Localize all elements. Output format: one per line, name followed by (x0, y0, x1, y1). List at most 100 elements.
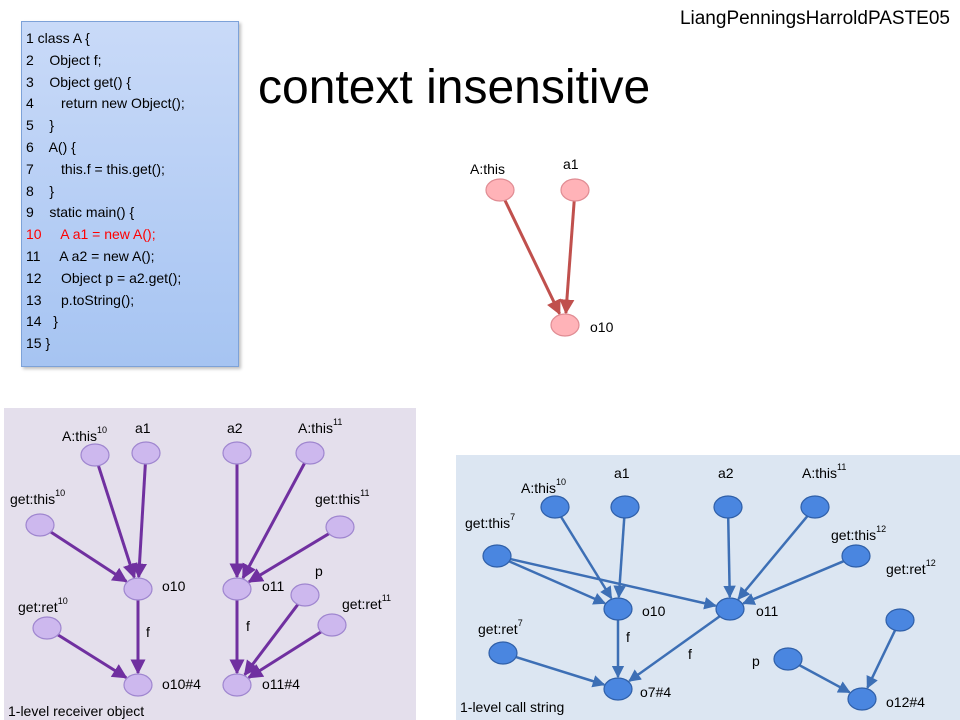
node-o11-4 (222, 673, 252, 697)
node-label: a1 (563, 156, 579, 172)
code-line: 5 } (26, 117, 55, 134)
node-o12-4 (847, 687, 877, 711)
node-a-this-11 (800, 495, 830, 519)
node-p (773, 647, 803, 671)
code-line: 11 A a2 = new A(); (26, 247, 155, 264)
node-a-this (485, 178, 515, 202)
node-o10 (550, 313, 580, 337)
node-label-superscript: 10 (58, 596, 68, 606)
node-label: o12#4 (886, 694, 925, 710)
node-get-this-7 (482, 544, 512, 568)
node-o7-4 (603, 677, 633, 701)
node-label-superscript: 11 (837, 462, 846, 472)
node-label: A:this11 (298, 417, 342, 435)
node-label: o11 (756, 603, 779, 619)
node-a-this-11 (295, 441, 325, 465)
node-label: a1 (614, 465, 630, 481)
edge-l_getret10-to-l_o10_4 (57, 633, 128, 679)
node-label: p (315, 563, 323, 579)
edge-r_p-to-r_o12_4 (798, 664, 851, 694)
node-a1 (131, 441, 161, 465)
node-a1 (610, 495, 640, 519)
node-label: A:this10 (62, 425, 107, 443)
code-line: 13 p.toString(); (26, 291, 135, 308)
node-label-text: p (752, 653, 760, 669)
node-label-text: a1 (135, 420, 151, 436)
node-label: get:this7 (465, 512, 515, 530)
code-line: 8 } (26, 182, 55, 199)
edge-label-field: f (688, 646, 692, 662)
code-line: 9 static main() { (26, 204, 135, 221)
node-label: get:ret12 (886, 558, 936, 576)
edge-l_getthis11-to-l_o11 (247, 532, 330, 584)
node-label-text: get:this (315, 491, 360, 507)
node-label-text: a1 (563, 156, 579, 172)
node-label: get:this12 (831, 524, 886, 542)
node-label: get:ret11 (342, 593, 391, 611)
node-a-this-10 (540, 495, 570, 519)
edge-l_athis11-to-l_o11 (241, 462, 306, 580)
node-label-text: get:ret (18, 599, 58, 615)
node-label-text: o10 (642, 603, 666, 619)
code-line: 15 } (26, 335, 51, 352)
node-label-superscript: 7 (518, 618, 523, 628)
node-label: p (752, 653, 760, 669)
code-listing: 1 class A {2 Object f;3 Object get() {4 … (21, 21, 239, 367)
node-o11 (222, 577, 252, 601)
node-label-text: get:this (10, 491, 55, 507)
receiver-object-panel (4, 408, 416, 720)
edge-t_athis-to-t_o10 (503, 199, 561, 316)
code-line: 14 } (26, 313, 58, 330)
node-label-text: get:ret (886, 561, 926, 577)
code-line: 3 Object get() { (26, 73, 132, 90)
code-line: 6 A() { (26, 138, 76, 155)
edge-l_athis10-to-l_o10 (96, 465, 138, 579)
edge-r_getthis7-to-r_o10 (508, 560, 607, 605)
node-label-text: get:ret (478, 621, 518, 637)
node-get-this-12 (841, 544, 871, 568)
code-line: 4 return new Object(); (26, 95, 185, 112)
edge-r_athis10-to-r_o10 (560, 516, 613, 600)
node-label-superscript: 11 (333, 417, 342, 427)
node-o10 (123, 577, 153, 601)
node-label-superscript: 11 (360, 488, 369, 498)
node-label: o10#4 (162, 676, 201, 692)
node-label-superscript: 10 (97, 425, 107, 435)
edge-label-field: f (146, 624, 150, 640)
node-label-text: o11 (756, 603, 779, 619)
node-label: a1 (135, 420, 151, 436)
node-label-text: get:this (831, 527, 876, 543)
node-get-ret-10 (32, 616, 62, 640)
edge-l_getret11-to-l_o11_4 (247, 630, 322, 679)
node-o10 (603, 597, 633, 621)
node-label-text: A:this (298, 420, 333, 436)
node-label: get:this10 (10, 488, 65, 506)
edge-t_a1-to-t_o10 (559, 200, 576, 315)
node-label: A:this11 (802, 462, 846, 480)
node-a-this-10 (80, 443, 110, 467)
node-label-text: A:this (521, 480, 556, 496)
node-label-superscript: 12 (926, 558, 936, 568)
node-p (290, 583, 320, 607)
node-label-superscript: 12 (876, 524, 886, 534)
code-line: 2 Object f; (26, 51, 102, 68)
node-label: o10 (642, 603, 666, 619)
edge-l_a1-to-l_o10 (132, 463, 147, 579)
edge-label-field: f (626, 629, 630, 645)
node-label-text: p (315, 563, 323, 579)
edge-r_athis11-to-r_o11 (737, 515, 809, 600)
code-line: 10 A a1 = new A(); (26, 226, 156, 243)
node-label: A:this10 (521, 477, 566, 495)
call-string-caption: 1-level call string (460, 699, 565, 715)
node-get-this-11 (325, 515, 355, 539)
node-label-superscript: 11 (382, 593, 391, 603)
node-label: A:this (470, 161, 505, 177)
receiver-object-caption: 1-level receiver object (8, 703, 145, 719)
node-label: get:ret7 (478, 618, 523, 636)
node-label-text: o11 (262, 578, 285, 594)
node-label-text: o12#4 (886, 694, 925, 710)
